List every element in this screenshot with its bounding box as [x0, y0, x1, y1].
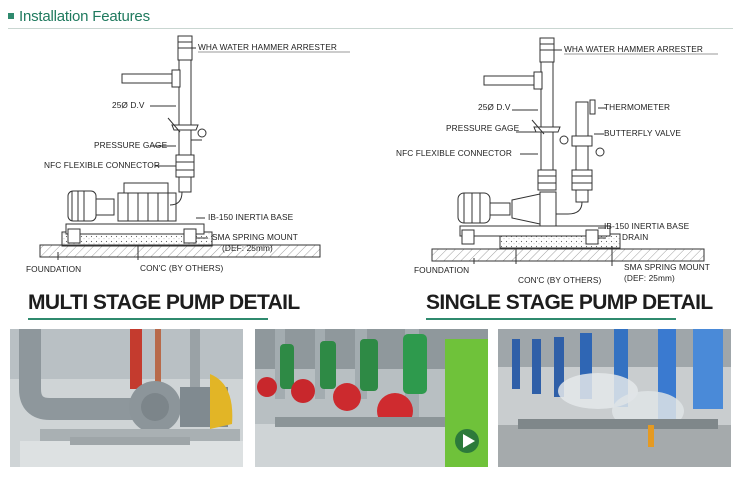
section-title: Installation Features: [19, 7, 150, 25]
label-pressure-gage-2: PRESSURE GAGE: [446, 123, 520, 133]
label-butterfly-valve: BUTTERFLY VALVE: [604, 128, 681, 138]
pressure-gage-3: [595, 147, 605, 157]
thermometer: [589, 99, 596, 115]
label-foundation-2: FOUNDATION: [414, 265, 469, 275]
single-caption-underline: [426, 318, 676, 320]
label-inertia-base-2: IB-150 INERTIA BASE: [604, 221, 690, 231]
label-spring-mount: SMA SPRING MOUNT: [212, 232, 298, 242]
pump-diagrams: WHA WATER HAMMER ARRESTER 25Ø D.V PRESSU…: [26, 35, 718, 285]
blue-pumps-photo: [498, 329, 731, 467]
spring-mount-right-2: [585, 229, 599, 245]
label-arrester: WHA WATER HAMMER ARRESTER: [198, 42, 337, 52]
single-stage-diagram: [431, 37, 705, 266]
label-dv: 25Ø D.V: [112, 100, 145, 110]
grey-pump-photo: [10, 329, 243, 467]
label-pressure-gage: PRESSURE GAGE: [94, 140, 168, 150]
label-spring-def-2: (DEF: 25mm): [624, 273, 675, 283]
label-concrete-2: CON'C (BY OTHERS): [518, 275, 601, 285]
green-pumps-photo: [255, 329, 488, 467]
foundation-slab: [39, 244, 321, 258]
label-drain: DRAIN: [622, 232, 648, 242]
label-spring-def: (DEF: 25mm): [222, 243, 273, 253]
spring-mount-left: [67, 228, 81, 244]
label-concrete: CON'C (BY OTHERS): [140, 263, 223, 273]
multi-caption-underline: [28, 318, 268, 320]
motor-2: [457, 192, 491, 224]
label-inertia-base: IB-150 INERTIA BASE: [208, 212, 294, 222]
label-connector: NFC FLEXIBLE CONNECTOR: [44, 160, 160, 170]
foundation-slab-2: [431, 248, 705, 262]
label-connector-2: NFC FLEXIBLE CONNECTOR: [396, 148, 512, 158]
label-thermometer: THERMOMETER: [604, 102, 670, 112]
inertia-base-2: [459, 225, 611, 237]
single-stage-caption: SINGLE STAGE PUMP DETAIL: [426, 291, 713, 314]
bullet-square-icon: [8, 13, 14, 19]
label-spring-mount-2: SMA SPRING MOUNT: [624, 262, 710, 272]
multi-stage-diagram: [39, 35, 321, 260]
header-divider: [8, 28, 733, 29]
spring-mount-right: [183, 228, 197, 244]
flexible-connector: [175, 154, 195, 178]
butterfly-valve: [571, 135, 593, 147]
label-dv-2: 25Ø D.V: [478, 102, 511, 112]
pressure-gage-2: [559, 135, 569, 145]
spring-mount-left-2: [461, 229, 475, 245]
header-pipe-2: [483, 75, 542, 86]
single-stage-pump: [511, 193, 541, 225]
label-foundation: FOUNDATION: [26, 264, 81, 274]
multistage-pump: [117, 192, 177, 222]
header-pipe: [121, 73, 180, 84]
inertia-base: [65, 223, 205, 235]
multi-stage-caption: MULTI STAGE PUMP DETAIL: [28, 291, 300, 314]
pressure-gage: [197, 128, 207, 138]
label-arrester-2: WHA WATER HAMMER ARRESTER: [564, 44, 703, 54]
section-header: Installation Features: [8, 6, 150, 26]
